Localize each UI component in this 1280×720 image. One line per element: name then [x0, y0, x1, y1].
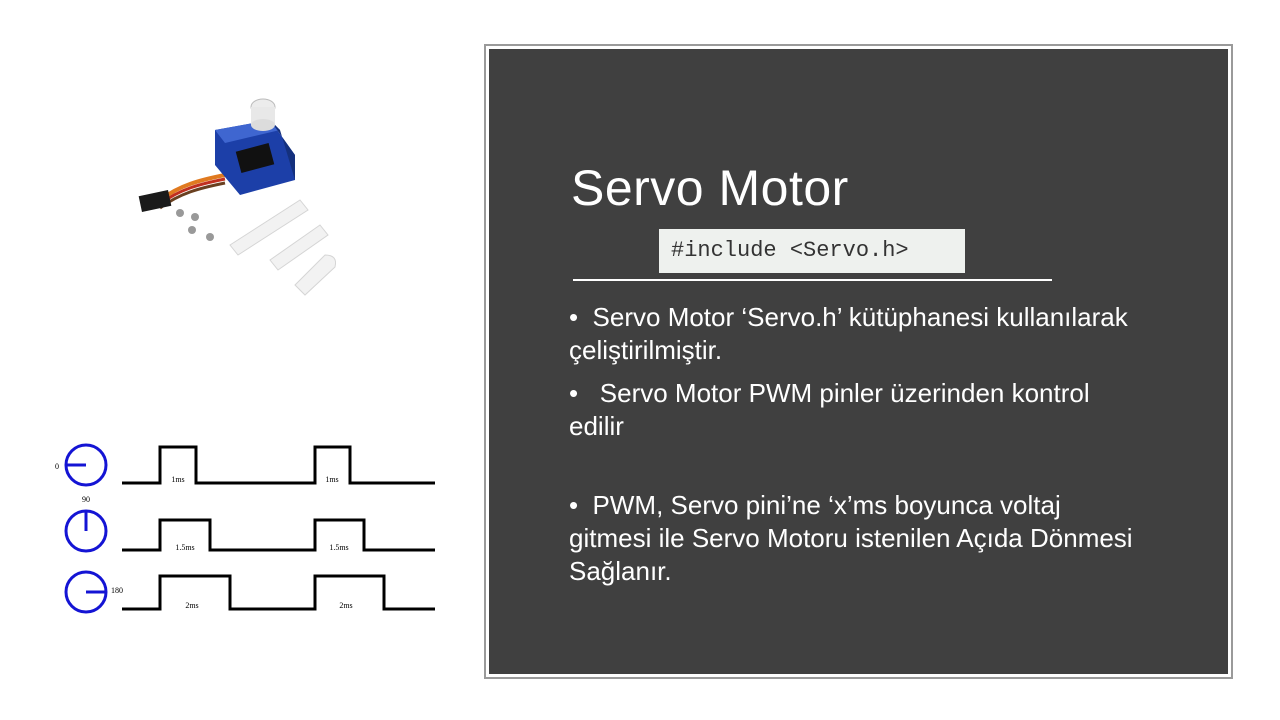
- pulse-label: 1.5ms: [329, 543, 348, 552]
- content-panel-inner: Servo Motor #include <Servo.h> • Servo M…: [489, 49, 1228, 674]
- pwm-row-180deg: 180 2ms 2ms: [64, 570, 435, 614]
- slide-title: Servo Motor: [571, 160, 849, 216]
- pwm-timing-diagram: 0 1ms 1ms 90 1.5ms 1.5ms 180 2ms 2ms: [55, 443, 435, 614]
- content-panel: Servo Motor #include <Servo.h> • Servo M…: [484, 44, 1233, 679]
- code-snippet: #include <Servo.h>: [659, 229, 965, 273]
- bullet-item: • Servo Motor ‘Servo.h’ kütüphanesi kull…: [569, 302, 1135, 365]
- pwm-row-90deg: 90 1.5ms 1.5ms: [64, 495, 435, 553]
- bullet-item: • PWM, Servo pini’ne ‘x’ms boyunca volta…: [569, 490, 1140, 586]
- angle-label: 180: [111, 586, 123, 595]
- title-divider: [573, 279, 1052, 281]
- pulse-label: 1ms: [325, 475, 338, 484]
- pulse-label: 1ms: [171, 475, 184, 484]
- angle-label: 90: [82, 495, 90, 504]
- pulse-label: 2ms: [185, 601, 198, 610]
- pulse-label: 1.5ms: [175, 543, 194, 552]
- pulse-label: 2ms: [339, 601, 352, 610]
- pwm-row-0deg: 0 1ms 1ms: [55, 443, 435, 487]
- bullet-item: • Servo Motor PWM pinler üzerinden kontr…: [569, 378, 1097, 441]
- angle-label: 0: [55, 462, 59, 471]
- servo-motor-image: [138, 98, 336, 296]
